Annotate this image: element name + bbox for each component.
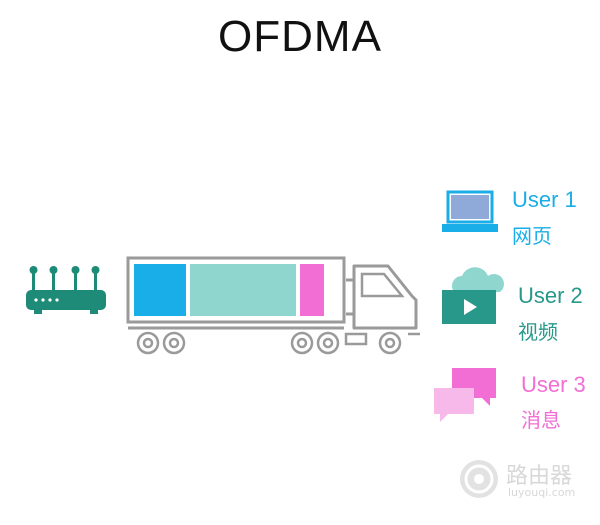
diagram-title: OFDMA bbox=[218, 12, 382, 61]
watermark-name: 路由器 bbox=[506, 464, 573, 489]
truck-icon bbox=[126, 256, 420, 355]
user2-data-block bbox=[190, 264, 296, 316]
cloud-video-icon bbox=[442, 267, 504, 324]
router-icon bbox=[26, 266, 106, 314]
user1-data-block bbox=[134, 264, 186, 316]
user2-label: User 2 bbox=[518, 283, 583, 308]
user2-subtitle: 视频 bbox=[518, 320, 558, 344]
logo-icon bbox=[460, 460, 498, 498]
chat-bubbles-icon bbox=[434, 368, 496, 422]
user1-label: User 1 bbox=[512, 187, 577, 212]
truck-cab bbox=[352, 264, 418, 330]
user3-subtitle: 消息 bbox=[521, 408, 561, 432]
user1-subtitle: 网页 bbox=[512, 224, 552, 248]
watermark-domain: luyouqi.com bbox=[508, 486, 576, 499]
user3-data-block bbox=[300, 264, 324, 316]
user3-label: User 3 bbox=[521, 372, 586, 397]
trailer-outline bbox=[126, 256, 346, 324]
laptop-icon bbox=[442, 190, 498, 232]
